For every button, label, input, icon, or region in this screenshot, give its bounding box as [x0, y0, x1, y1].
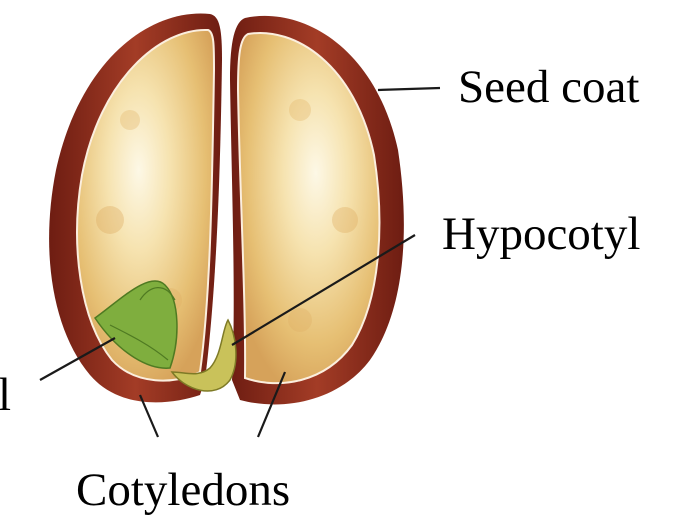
label-seed-coat: Seed coat [458, 64, 639, 111]
label-partial-left: l [0, 372, 11, 419]
label-cotyledons: Cotyledons [76, 467, 290, 514]
label-hypocotyl: Hypocotyl [442, 211, 640, 258]
leader-line-seed-coat [378, 88, 440, 90]
